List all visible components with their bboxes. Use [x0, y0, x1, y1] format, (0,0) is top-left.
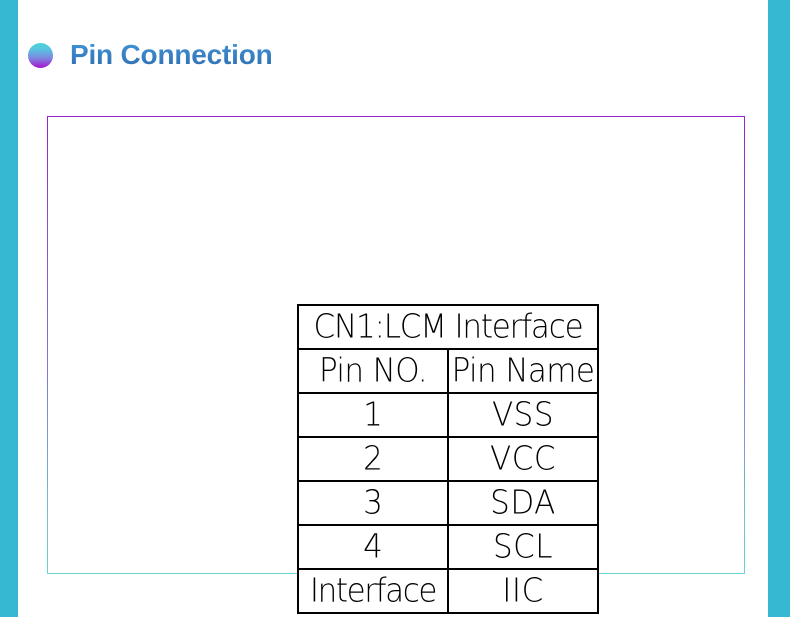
cell-pin-name: SCL: [447, 522, 599, 572]
cell-pin-name: VSS: [447, 390, 599, 440]
table-caption: CN1:LCM Interface: [297, 302, 599, 352]
table-row: 1 VSS: [297, 390, 599, 440]
cell-pin-name: SDA: [447, 478, 599, 528]
table-row: 3 SDA: [297, 478, 599, 528]
cell-pin-no: 1: [297, 390, 449, 440]
page-title: Pin Connection: [70, 39, 273, 70]
left-accent-bar: [0, 0, 18, 617]
table-footer-row: Interface IIC: [297, 566, 599, 616]
cell-interface-value: IIC: [447, 566, 599, 616]
gradient-bullet-icon: [28, 42, 53, 68]
column-header-pin-name: Pin Name: [447, 346, 599, 396]
cell-pin-no: 4: [297, 522, 449, 572]
cell-interface-label: Interface: [297, 566, 449, 616]
table-row: 2 VCC: [297, 434, 599, 484]
cell-pin-name: VCC: [447, 434, 599, 484]
pin-table-container: CN1:LCM Interface Pin NO. Pin Name 1 VSS…: [297, 302, 599, 616]
content-panel: CN1:LCM Interface Pin NO. Pin Name 1 VSS…: [47, 116, 745, 616]
right-accent-bar: [768, 0, 790, 617]
slide-heading: Pin Connection: [28, 33, 273, 77]
table-caption-row: CN1:LCM Interface: [297, 302, 599, 352]
table-header-row: Pin NO. Pin Name: [297, 346, 599, 396]
pin-connection-table: CN1:LCM Interface Pin NO. Pin Name 1 VSS…: [297, 302, 599, 616]
cell-pin-no: 3: [297, 478, 449, 528]
cell-pin-no: 2: [297, 434, 449, 484]
table-row: 4 SCL: [297, 522, 599, 572]
column-header-pin-no: Pin NO.: [297, 346, 449, 396]
